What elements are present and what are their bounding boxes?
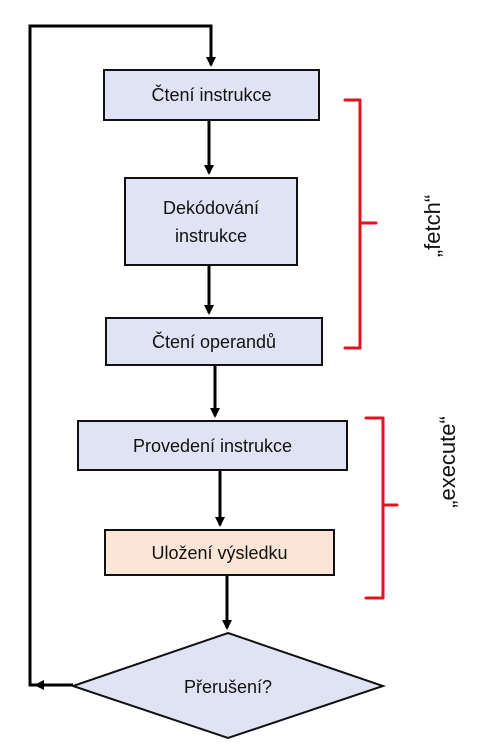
decode-instruction-label-line2: instrukce: [175, 226, 247, 246]
decode-instruction-label-line1: Dekódování: [163, 198, 259, 218]
read-operands-box: Čtení operandů: [105, 317, 323, 366]
execute-instruction-label: Provedení instrukce: [133, 436, 292, 456]
interrupt-decision-diamond: Přerušení?: [69, 631, 387, 740]
read-instruction-box: Čtení instrukce: [103, 69, 320, 121]
read-operands-label: Čtení operandů: [152, 331, 276, 352]
store-result-box: Uložení výsledku: [104, 529, 335, 576]
execute-phase-brace: [364, 416, 399, 600]
decode-instruction-box: Dekódování instrukce: [124, 177, 298, 266]
store-result-label: Uložení výsledku: [151, 543, 287, 563]
execute-phase-label: „execute“: [435, 416, 460, 508]
fetch-phase-brace: [343, 98, 378, 350]
fetch-phase-label: „fetch“: [420, 195, 445, 257]
execute-instruction-box: Provedení instrukce: [77, 420, 348, 471]
read-instruction-label: Čtení instrukce: [151, 84, 271, 105]
interrupt-decision-label: Přerušení?: [184, 677, 272, 697]
